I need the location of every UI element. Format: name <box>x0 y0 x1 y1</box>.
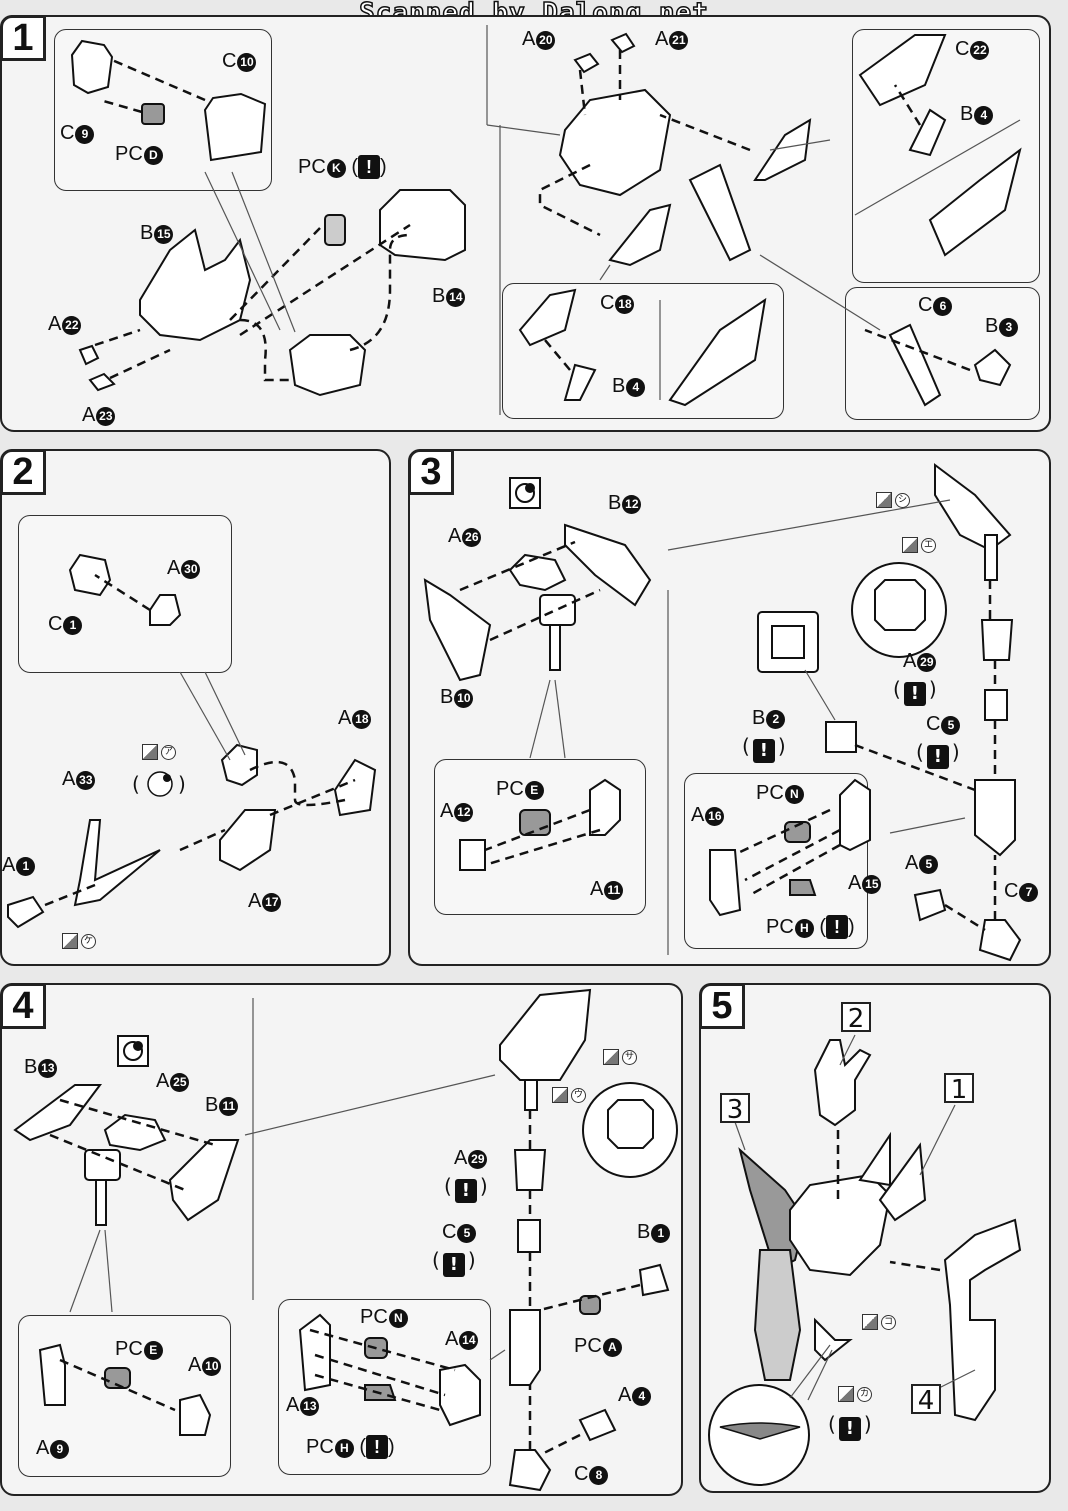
sticker-a: ア <box>142 744 176 760</box>
step-number: 3 <box>408 449 454 495</box>
ref-step-1: 1 <box>944 1073 974 1105</box>
inset-face <box>18 515 232 673</box>
step-number: 4 <box>0 983 46 1029</box>
ref-step-3: 3 <box>720 1093 750 1125</box>
step-number: 5 <box>699 983 745 1029</box>
sticker-ka: カ <box>838 1386 872 1402</box>
sticker-ke: ケ <box>62 933 96 949</box>
warn-a29: (!) <box>893 677 937 706</box>
sticker-sa: サ <box>603 1049 637 1065</box>
step-number: 1 <box>0 15 46 61</box>
ref-step-2: 2 <box>841 1002 871 1034</box>
step-number: 2 <box>0 449 46 495</box>
sticker-e: エ <box>902 537 936 553</box>
warn-c5: (!) <box>916 740 960 769</box>
sticker-ko: コ <box>862 1314 896 1330</box>
warn-c5: (!) <box>432 1248 476 1277</box>
ref-step-4: 4 <box>911 1384 941 1416</box>
sticker-u: ウ <box>552 1087 586 1103</box>
warn-b2: (!) <box>742 734 786 763</box>
paren-eye: ( ) <box>132 772 186 796</box>
warn-ka: (!) <box>828 1412 872 1441</box>
sticker-shi: シ <box>876 492 910 508</box>
step-2-panel: 2 <box>0 449 391 966</box>
warn-a29: (!) <box>444 1174 488 1203</box>
